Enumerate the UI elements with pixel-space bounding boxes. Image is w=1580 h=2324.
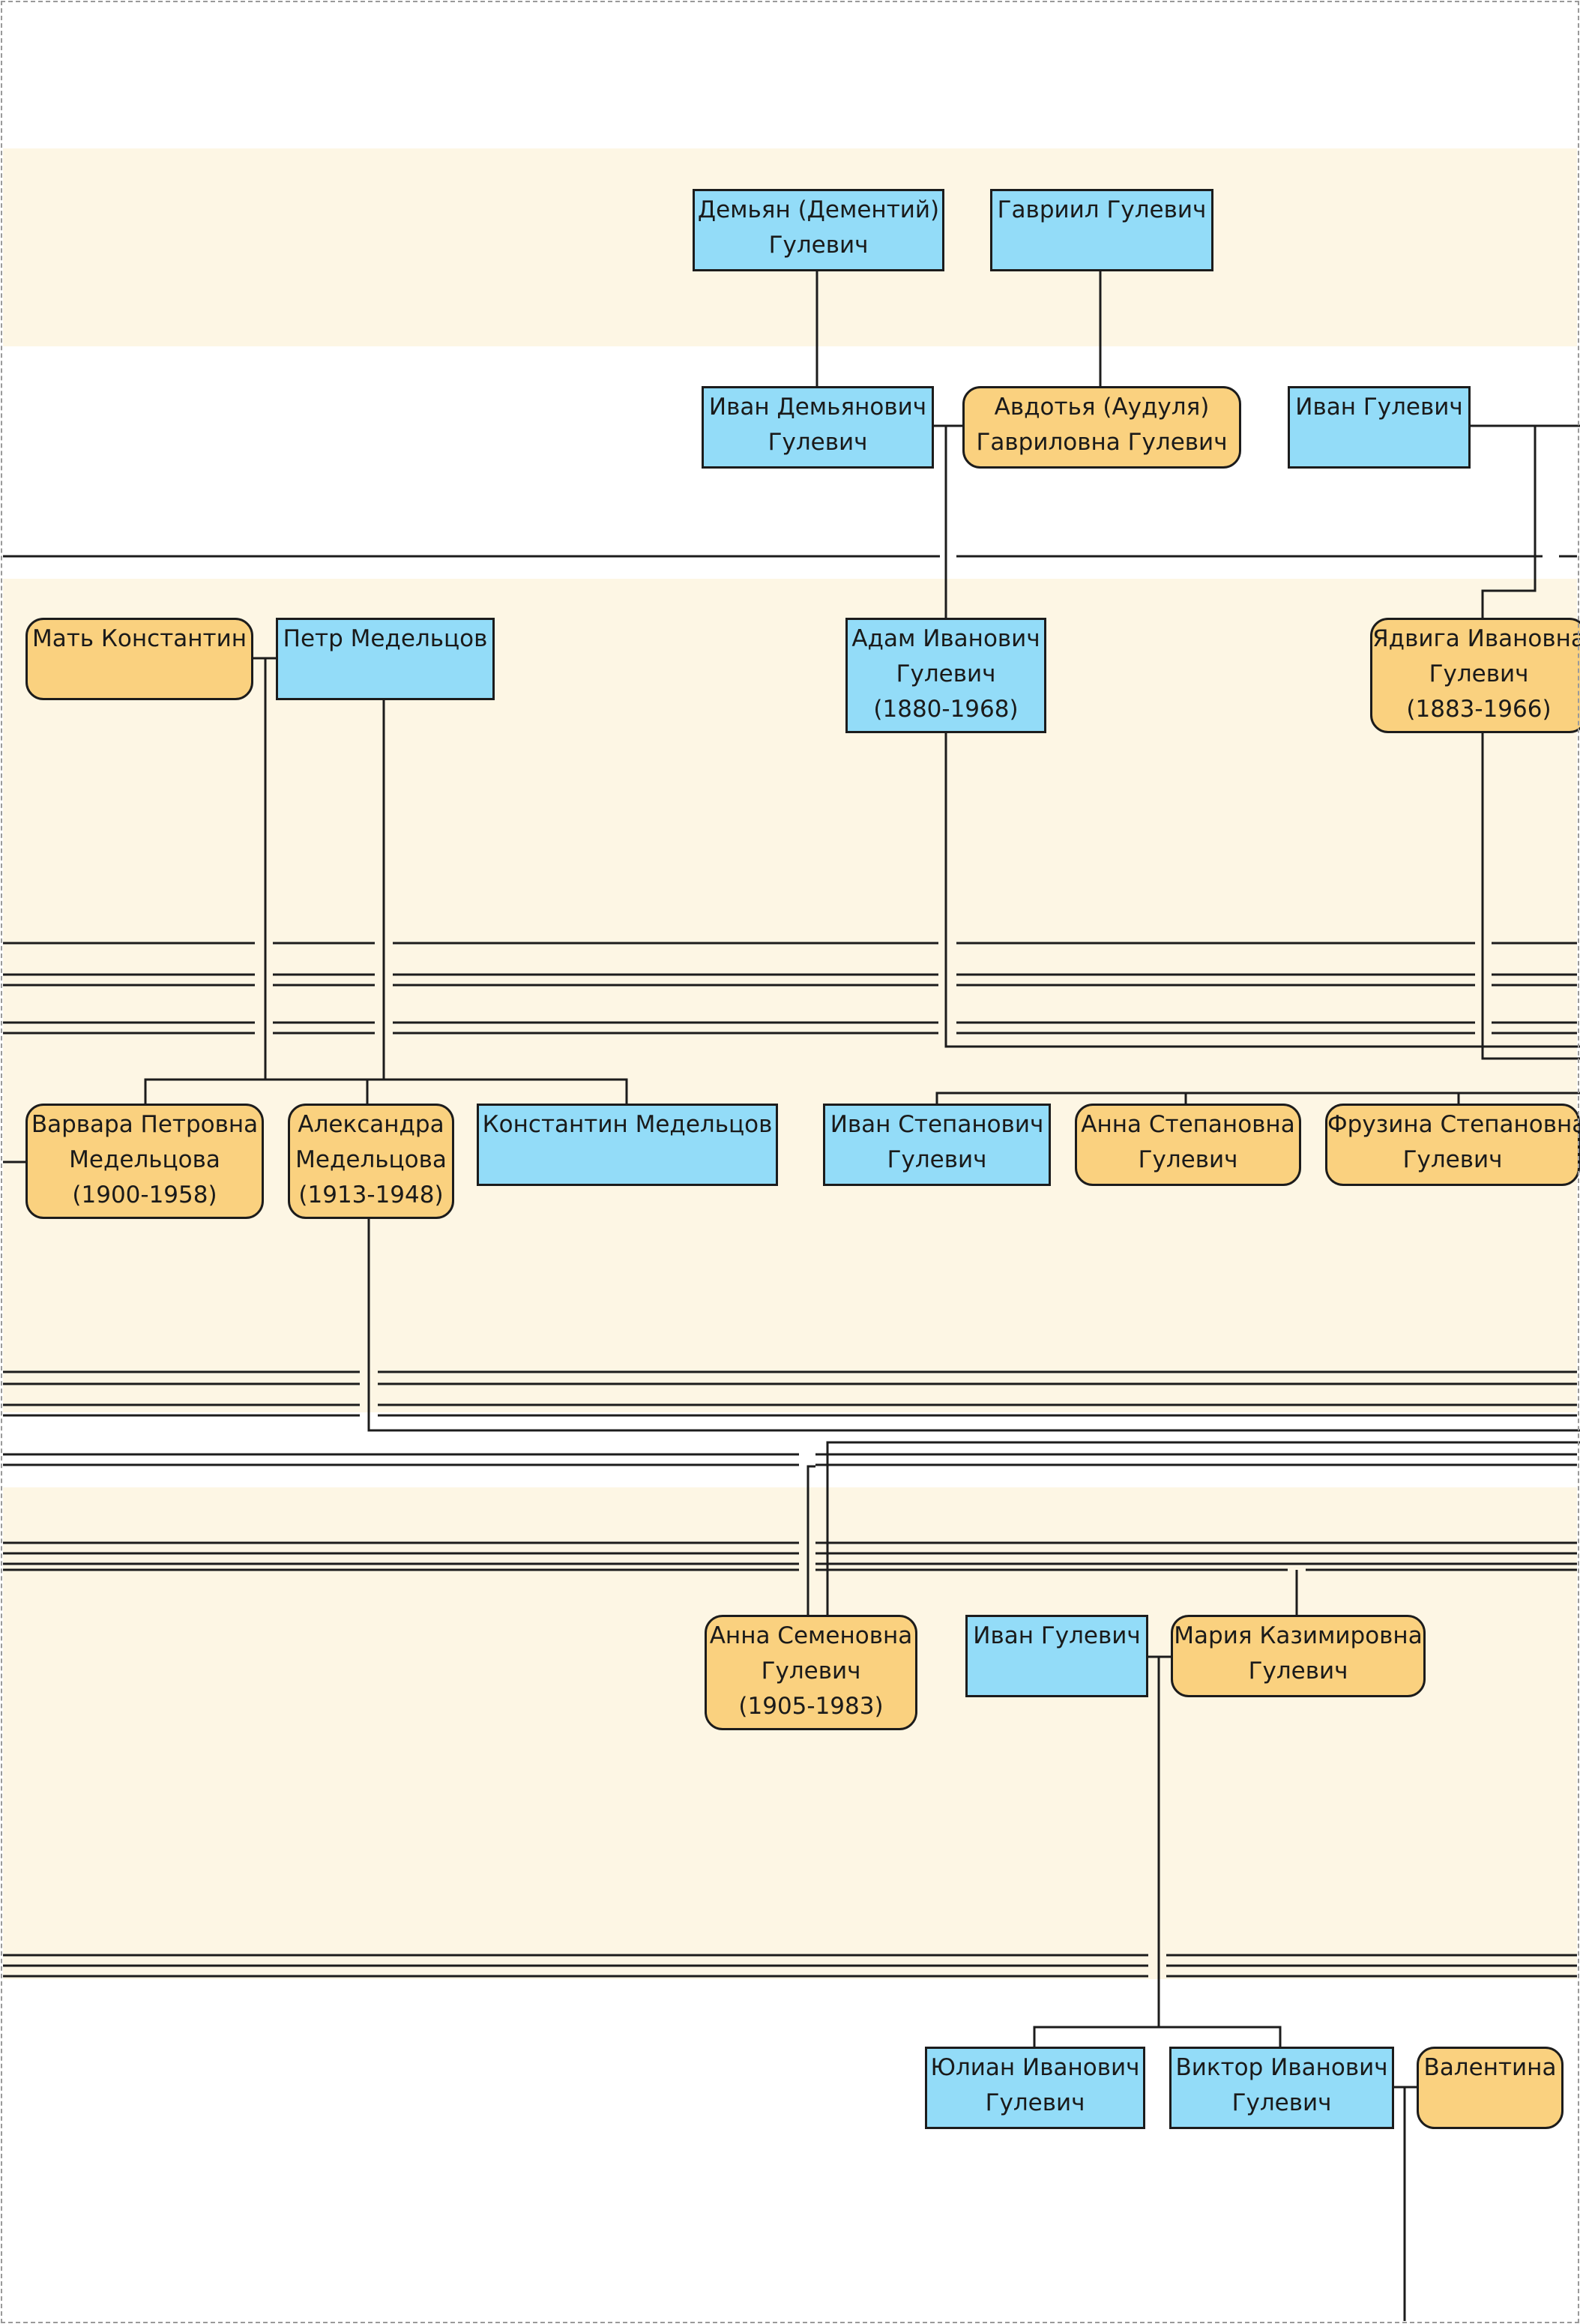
person-adam[interactable]: Адам Иванович Гулевич (1880-1968) xyxy=(845,618,1046,733)
person-name-line: Варвара Петровна xyxy=(31,1111,259,1138)
connector-line xyxy=(144,1078,628,1104)
connector-line xyxy=(264,658,384,1081)
person-name-line: Ядвига Ивановна xyxy=(1372,625,1580,652)
person-dates: (1883-1966) xyxy=(1406,696,1552,723)
person-name-line: Валентина xyxy=(1423,2054,1557,2081)
person-name-line: Гулевич xyxy=(1402,1146,1503,1173)
person-dates: (1913-1948) xyxy=(298,1181,444,1208)
connector-line xyxy=(1033,2026,1282,2047)
person-ivan-demyanovich[interactable]: Иван Демьянович Гулевич xyxy=(702,386,934,469)
person-maria[interactable]: Мария Казимировна Гулевич xyxy=(1171,1615,1426,1697)
person-name-line: Петр Медельцов xyxy=(283,625,488,652)
person-konstantin[interactable]: Константин Медельцов xyxy=(477,1104,778,1186)
person-name-line: Гулевич xyxy=(896,660,996,687)
person-name-line: Гулевич xyxy=(887,1146,987,1173)
person-name-line: Гулевич xyxy=(1231,2089,1332,2116)
person-ivan-gulevich-2[interactable]: Иван Гулевич xyxy=(965,1615,1148,1697)
person-dates: (1900-1958) xyxy=(72,1181,217,1208)
person-viktor[interactable]: Виктор Иванович Гулевич xyxy=(1169,2047,1394,2129)
person-name-line: Гулевич xyxy=(1248,1658,1348,1685)
person-yulian[interactable]: Юлиан Иванович Гулевич xyxy=(925,2047,1145,2129)
connector-line xyxy=(367,1219,1580,1432)
person-dates: (1880-1968) xyxy=(873,696,1019,723)
person-name-line: Иван Демьянович xyxy=(708,394,927,421)
person-varvara[interactable]: Варвара Петровна Медельцова (1900-1958) xyxy=(25,1104,264,1219)
person-name-line: Гулевич xyxy=(985,2089,1085,2116)
person-valentina[interactable]: Валентина xyxy=(1417,2047,1564,2129)
person-name-line: Юлиан Иванович xyxy=(930,2054,1140,2081)
person-petr-medeltsov[interactable]: Петр Медельцов xyxy=(276,618,495,700)
person-name-line: Демьян (Дементий) xyxy=(697,196,940,223)
connector-line xyxy=(826,1441,1580,1615)
person-gavriil[interactable]: Гавриил Гулевич xyxy=(990,189,1213,271)
connector-line xyxy=(1481,733,1580,1060)
person-name-line: Константин Медельцов xyxy=(482,1111,773,1138)
person-mat-konstantin[interactable]: Мать Константин xyxy=(25,618,253,700)
person-yadviga[interactable]: Ядвига Ивановна Гулевич (1883-1966) xyxy=(1370,618,1580,733)
person-name-line: Мария Казимировна xyxy=(1174,1622,1423,1649)
person-name-line: Иван Степанович xyxy=(830,1111,1044,1138)
person-ivan-stepanovich[interactable]: Иван Степанович Гулевич xyxy=(823,1104,1051,1186)
person-avdotya[interactable]: Авдотья (Аудуля) Гавриловна Гулевич xyxy=(962,386,1241,469)
person-name-line: Александра xyxy=(298,1111,444,1138)
person-name-line: Гулевич xyxy=(768,232,869,259)
connector-line xyxy=(806,1465,815,1615)
person-name-line: Гулевич xyxy=(1138,1146,1238,1173)
person-name-line: Авдотья (Аудуля) xyxy=(994,394,1210,421)
person-name-line: Медельцова xyxy=(295,1146,447,1173)
person-anna-semenovna[interactable]: Анна Семеновна Гулевич (1905-1983) xyxy=(705,1615,917,1730)
connector-line xyxy=(935,1092,1580,1104)
person-name-line: Адам Иванович xyxy=(851,625,1040,652)
connector-line xyxy=(1481,426,1537,618)
connector-line xyxy=(944,733,1580,1048)
person-name-line: Иван Гулевич xyxy=(1295,394,1463,421)
person-name-line: Виктор Иванович xyxy=(1175,2054,1388,2081)
person-name-line: Иван Гулевич xyxy=(973,1622,1141,1649)
person-name-line: Анна Степановна xyxy=(1081,1111,1295,1138)
person-name-line: Гулевич xyxy=(768,429,868,456)
person-anna-stepanovna[interactable]: Анна Степановна Гулевич xyxy=(1075,1104,1301,1186)
person-name-line: Мать Константин xyxy=(31,625,247,652)
person-name-line: Анна Семеновна xyxy=(709,1622,913,1649)
person-demyan[interactable]: Демьян (Дементий) Гулевич xyxy=(693,189,944,271)
person-name-line: Гавриловна Гулевич xyxy=(976,429,1228,456)
person-name-line: Фрузина Степановна xyxy=(1327,1111,1580,1138)
person-ivan-gulevich-1[interactable]: Иван Гулевич xyxy=(1288,386,1471,469)
person-name-line: Гулевич xyxy=(761,1658,861,1685)
person-name-line: Гулевич xyxy=(1429,660,1529,687)
person-fruzina[interactable]: Фрузина Степановна Гулевич xyxy=(1325,1104,1580,1186)
person-name-line: Медельцова xyxy=(69,1146,220,1173)
person-alexandra[interactable]: Александра Медельцова (1913-1948) xyxy=(288,1104,454,1219)
person-dates: (1905-1983) xyxy=(738,1693,884,1720)
person-name-line: Гавриил Гулевич xyxy=(997,196,1207,223)
